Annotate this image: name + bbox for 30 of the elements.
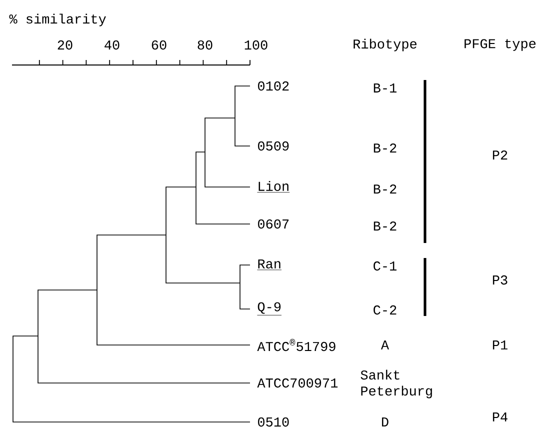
pfge-type-label: P4 (492, 412, 508, 422)
ribotype-label: C-1 (374, 261, 396, 271)
tick-label: 100 (244, 40, 268, 50)
ribotype-label: Sankt Peterburg (360, 370, 432, 398)
strain-label: Lion (257, 181, 290, 193)
ribotype-label: B-2 (374, 143, 396, 152)
pfge-type-label: P3 (492, 275, 508, 285)
tick-label: 20 (58, 40, 72, 50)
strain-label: ATCC700971 (257, 378, 338, 388)
tick-label: 60 (152, 40, 166, 50)
column-header: Ribotype (354, 38, 416, 52)
strain-label: 0509 (258, 141, 289, 151)
strain-label: 0102 (258, 81, 289, 91)
strain-label: Q-9 (257, 302, 282, 316)
ribotype-label: B-1 (374, 84, 396, 92)
tick-label: 80 (198, 40, 212, 50)
ribotype-label: C-2 (374, 305, 396, 315)
ribotype-label: B-2 (374, 184, 396, 194)
ribotype-label: D (382, 418, 388, 426)
axis-title: % similarity (9, 14, 106, 26)
strain-label: Ran (257, 259, 282, 270)
tick-label: 40 (104, 40, 120, 50)
ribotype-label: B-2 (374, 221, 396, 230)
ribotype-label: A (380, 340, 390, 350)
pfge-type-label: P2 (492, 150, 508, 160)
strain-label: 0510 (258, 417, 289, 427)
pfge-type-label: P1 (492, 340, 508, 350)
strain-label: 0607 (258, 219, 289, 229)
strain-label: ATCC$^{®}$51799 (257, 338, 336, 352)
column-header: PFGE type (464, 39, 536, 51)
